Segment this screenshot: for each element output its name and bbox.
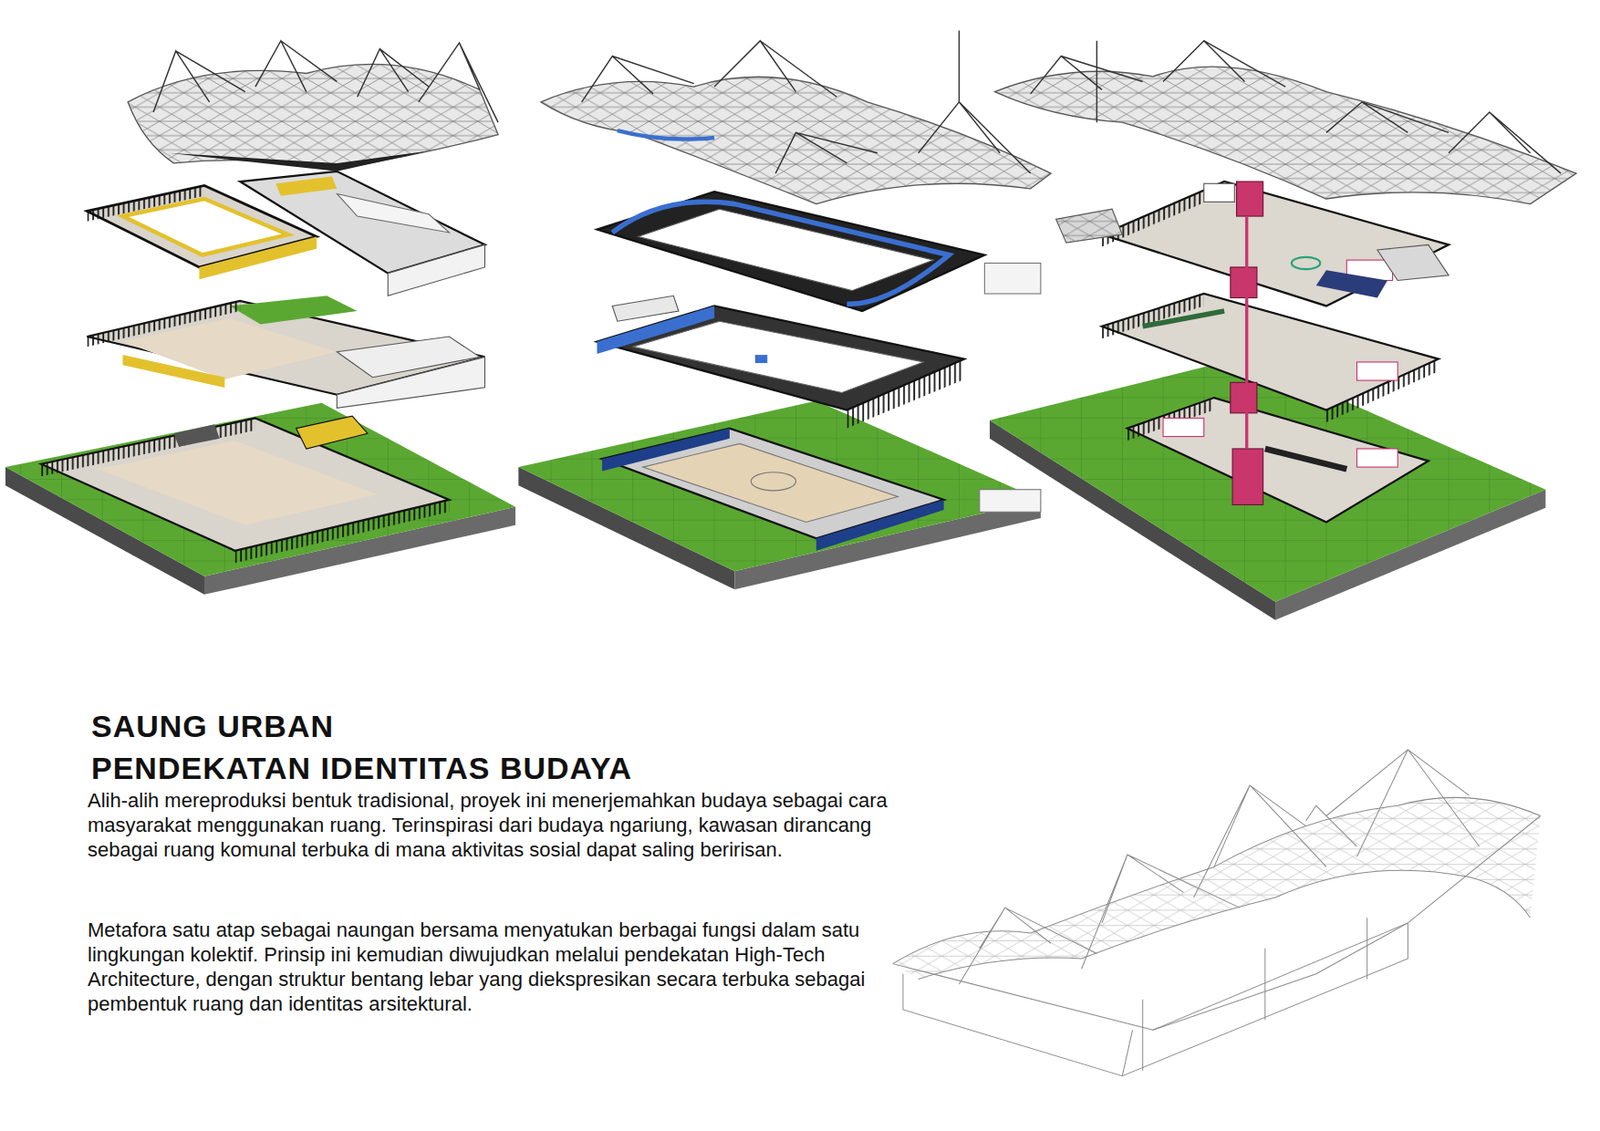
body-paragraph: Metafora satu atap sebagai naungan bersa… xyxy=(87,917,941,1017)
subtitle: PENDEKATAN IDENTITAS BUDAYA xyxy=(91,749,633,787)
body-paragraph: Alih-alih mereproduksi bentuk tradisiona… xyxy=(87,788,941,863)
title: SAUNG URBAN xyxy=(91,707,334,745)
